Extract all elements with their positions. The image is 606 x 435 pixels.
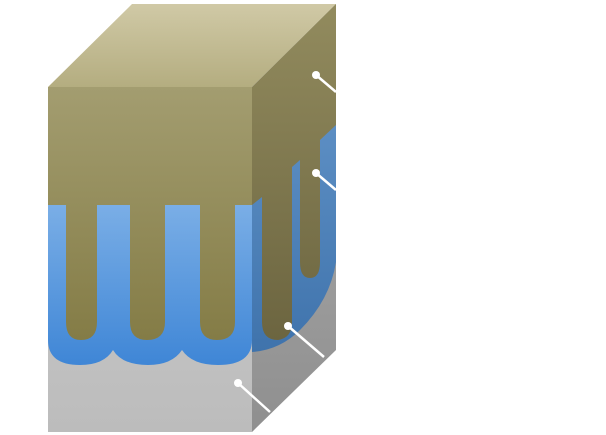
block-front-face [48, 87, 252, 432]
block-top-face [48, 4, 336, 87]
leader-top-layer [312, 71, 337, 93]
leader-fingers [312, 169, 337, 191]
block-right-face [252, 4, 336, 432]
leader-middle-layer [284, 322, 325, 358]
leader-lines [234, 71, 337, 413]
leader-substrate [234, 379, 271, 413]
